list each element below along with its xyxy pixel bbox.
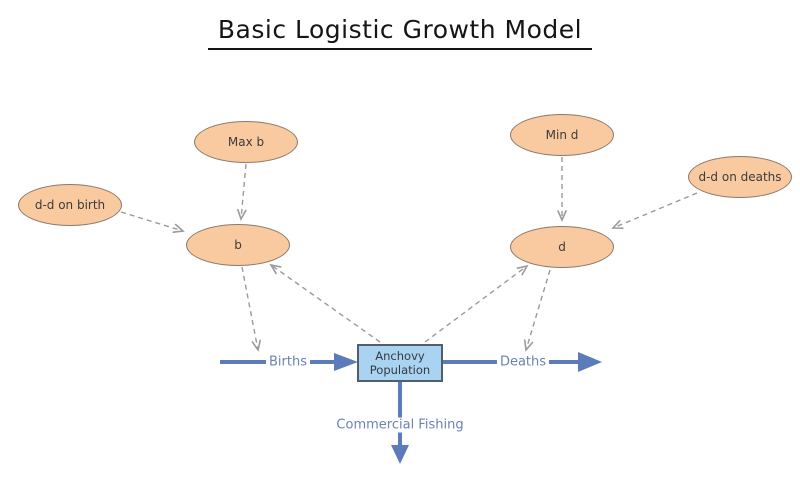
flow-deaths-label[interactable]: Deaths — [496, 354, 550, 370]
connector-max-b-to-b — [237, 163, 247, 221]
flow-commercial-fishing-label[interactable]: Commercial Fishing — [333, 417, 467, 433]
connector-dd-on-deaths-to-d — [611, 192, 698, 230]
converter-dd-on-birth[interactable]: d-d on birth — [18, 184, 122, 226]
connector-d-to-deaths — [523, 269, 551, 352]
converter-min-d-label: Min d — [545, 128, 579, 142]
page-title: Basic Logistic Growth Model — [0, 8, 800, 50]
converter-b[interactable]: b — [186, 224, 290, 266]
converter-max-b[interactable]: Max b — [194, 121, 298, 163]
flow-commercial-fishing-arrowhead-icon — [391, 445, 409, 464]
connector-b-to-births — [241, 266, 262, 352]
converter-dd-on-birth-label: d-d on birth — [34, 198, 106, 212]
stock-label-line2: Population — [369, 363, 431, 377]
converter-min-d[interactable]: Min d — [510, 114, 614, 156]
stock-label-line1: Anchovy — [375, 348, 425, 363]
converter-d-label: d — [558, 240, 566, 254]
flow-births-arrowhead-icon — [334, 353, 358, 371]
connector-dd-on-birth-to-b — [120, 211, 185, 233]
connector-stock-to-d — [424, 264, 529, 343]
stock-anchovy-population[interactable]: Anchovy Population — [357, 344, 443, 382]
flow-births-label[interactable]: Births — [266, 354, 310, 370]
connector-stock-to-b — [269, 263, 381, 343]
page-title-text: Basic Logistic Growth Model — [207, 15, 593, 50]
flow-deaths-arrowhead-icon — [578, 352, 602, 372]
converter-b-label: b — [234, 238, 242, 252]
converter-dd-on-deaths-label: d-d on deaths — [698, 170, 782, 184]
converter-d[interactable]: d — [510, 226, 614, 268]
converter-dd-on-deaths[interactable]: d-d on deaths — [688, 156, 792, 198]
converter-max-b-label: Max b — [227, 135, 265, 149]
